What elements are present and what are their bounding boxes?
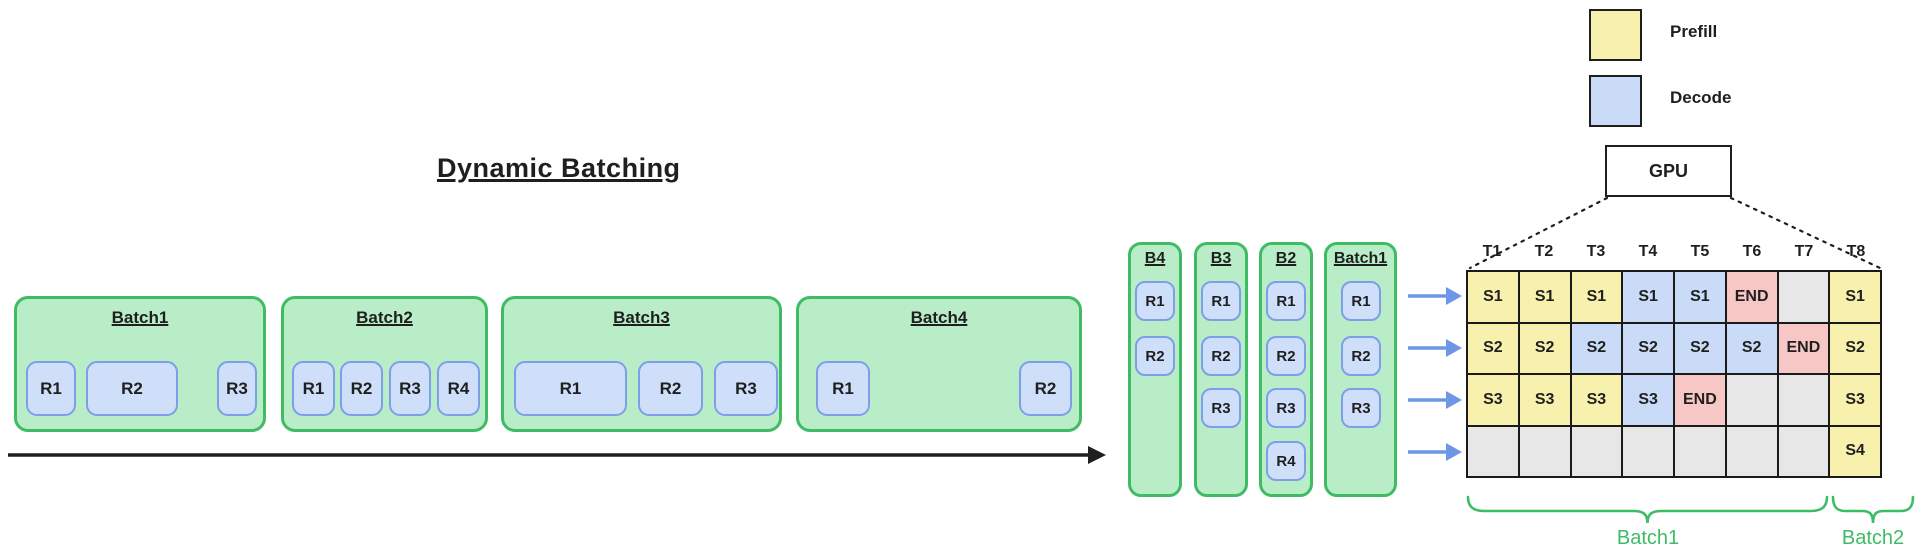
schedule-cell-empty [1726, 375, 1777, 425]
time-header-t6: T6 [1742, 243, 1762, 260]
request-box: R2 [1201, 336, 1241, 376]
request-box: R1 [26, 361, 76, 416]
request-box: R2 [340, 361, 383, 416]
request-box: R2 [1266, 336, 1306, 376]
time-header-t4: T4 [1638, 243, 1658, 260]
batch-label: Batch3 [613, 308, 670, 327]
batch-braces [1466, 495, 1915, 524]
pending-column-label: B4 [1144, 250, 1166, 267]
batch-label: Batch1 [111, 308, 169, 327]
time-header-t7: T7 [1794, 243, 1814, 260]
request-box: R3 [1341, 388, 1381, 428]
schedule-cell-prefill: S3 [1468, 375, 1518, 425]
request-box: R3 [1201, 388, 1241, 428]
schedule-cell-decode: S2 [1675, 323, 1725, 373]
request-box: R2 [1019, 361, 1072, 416]
schedule-cell-prefill: S3 [1519, 375, 1570, 425]
schedule-cell-prefill: S2 [1830, 323, 1880, 373]
schedule-cell-decode: S3 [1623, 375, 1673, 425]
request-box: R2 [1341, 336, 1381, 376]
schedule-cell-end: END [1778, 323, 1829, 373]
request-box: R4 [437, 361, 480, 416]
pending-column-label: B3 [1210, 250, 1232, 267]
time-header-t2: T2 [1534, 243, 1554, 260]
schedule-cell-empty [1778, 272, 1829, 322]
schedule-cell-empty [1468, 426, 1518, 476]
request-box: R2 [1135, 336, 1175, 376]
request-box: R3 [389, 361, 431, 416]
schedule-cell-prefill: S3 [1571, 375, 1622, 425]
request-box: R2 [638, 361, 703, 416]
gpu-label: GPU [1648, 160, 1688, 181]
brace-label-batch1: Batch1 [1616, 527, 1680, 549]
time-header-t8: T8 [1846, 243, 1866, 260]
schedule-cell-empty [1675, 426, 1725, 476]
schedule-cell-prefill: S1 [1571, 272, 1622, 322]
timeline-arrow [8, 446, 1106, 464]
batch-feed-arrow [1408, 287, 1462, 461]
batch-label: Batch2 [356, 308, 413, 327]
request-box: R3 [714, 361, 778, 416]
request-box: R1 [292, 361, 335, 416]
schedule-cell-decode: S2 [1623, 323, 1673, 373]
request-box: R2 [86, 361, 178, 416]
request-box: R1 [1266, 281, 1306, 321]
schedule-cell-empty [1571, 426, 1622, 476]
request-box: R1 [1341, 281, 1381, 321]
batch-label: Batch4 [910, 308, 968, 327]
schedule-cell-empty [1623, 426, 1673, 476]
prefill-swatch-icon [1589, 9, 1642, 61]
request-box: R3 [217, 361, 257, 416]
time-header-t3: T3 [1586, 243, 1606, 260]
request-box: R1 [514, 361, 627, 416]
request-box: R3 [1266, 388, 1306, 428]
schedule-cell-empty [1778, 426, 1829, 476]
schedule-cell-prefill: S2 [1519, 323, 1570, 373]
schedule-cell-end: END [1675, 375, 1725, 425]
schedule-cell-prefill: S2 [1468, 323, 1518, 373]
pending-column-label: B2 [1275, 250, 1297, 267]
gpu-box: GPU [1605, 145, 1732, 197]
batch1-brace [1466, 495, 1829, 524]
schedule-cell-prefill: S3 [1830, 375, 1880, 425]
schedule-cell-decode: S2 [1571, 323, 1622, 373]
schedule-cell-decode: S1 [1675, 272, 1725, 322]
schedule-cell-empty [1778, 375, 1829, 425]
time-header-t1: T1 [1482, 243, 1502, 260]
request-box: R4 [1266, 441, 1306, 481]
batch2-brace [1831, 495, 1915, 524]
page-title: Dynamic Batching [437, 153, 681, 183]
decode-swatch-icon [1589, 75, 1642, 127]
legend-label-prefill: Prefill [1670, 22, 1718, 41]
schedule-cell-prefill: S1 [1519, 272, 1570, 322]
request-box: R1 [1135, 281, 1175, 321]
schedule-cell-prefill: S1 [1468, 272, 1518, 322]
schedule-cell-prefill: S4 [1830, 426, 1880, 476]
legend-label-decode: Decode [1670, 88, 1732, 107]
request-box: R1 [816, 361, 870, 416]
schedule-cell-prefill: S1 [1830, 272, 1880, 322]
schedule-cell-empty [1726, 426, 1777, 476]
pending-column-label: Batch1 [1333, 250, 1388, 267]
request-box: R1 [1201, 281, 1241, 321]
schedule-cell-empty [1519, 426, 1570, 476]
time-header-t5: T5 [1690, 243, 1710, 260]
schedule-cell-decode: S2 [1726, 323, 1777, 373]
schedule-cell-end: END [1726, 272, 1777, 322]
schedule-cell-decode: S1 [1623, 272, 1673, 322]
brace-label-batch2: Batch2 [1841, 527, 1905, 549]
